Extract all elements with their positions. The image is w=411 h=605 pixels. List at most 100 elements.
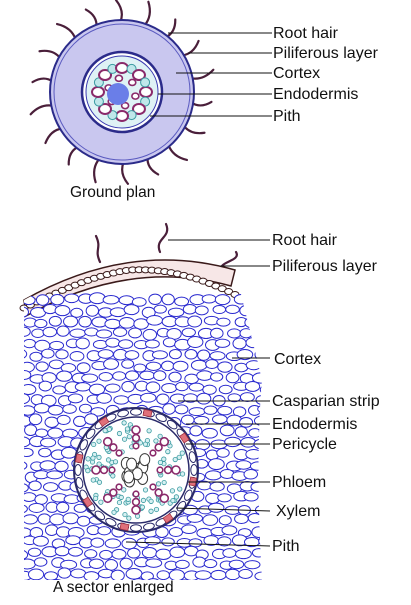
phloem-cell [126, 515, 132, 521]
cortex-cell [40, 437, 57, 448]
cortex-cell [202, 384, 217, 395]
cortex-cell [133, 318, 149, 330]
sector-leader-lines [125, 239, 271, 547]
sector-labels: Root hair Piliferous layer Cortex Caspar… [53, 232, 380, 596]
cortex-cell [118, 295, 135, 306]
phloem-cell [85, 468, 91, 474]
label-root-hair-sector: Root hair [272, 232, 338, 249]
cortex-cell [34, 318, 48, 329]
cortex-cell [130, 578, 147, 580]
cortex-cell [248, 428, 262, 438]
phloem-cell [118, 494, 124, 500]
cortex-cell [251, 526, 262, 538]
cortex-cell [221, 525, 238, 536]
cortex-cell [174, 404, 189, 415]
xylem-cell [131, 69, 146, 82]
cortex-cell [44, 524, 59, 536]
xylem-vessel [131, 505, 141, 515]
phloem-cell [121, 436, 128, 442]
cortex-cell [24, 370, 32, 380]
cortex-cell [121, 380, 135, 393]
phloem-cell [157, 433, 163, 439]
cortex-cell [145, 558, 163, 568]
cortex-cell [65, 535, 81, 546]
xylem-vessel [156, 466, 164, 474]
root-hair [38, 49, 62, 60]
phloem-cell [172, 456, 178, 463]
cortex-cell [112, 327, 128, 337]
cortex-cell [160, 360, 175, 372]
cortex-cell [54, 545, 70, 557]
ground-plan-vascular-bundles [91, 62, 153, 122]
xylem-cell [120, 101, 130, 110]
cortex-cell [239, 392, 255, 403]
sector-enlarged-figure [19, 222, 262, 591]
root-hair [55, 22, 77, 41]
xylem-vessel [109, 443, 118, 452]
cortex-cell [204, 470, 222, 481]
xylem-vessel [163, 465, 173, 475]
phloem-cell [173, 494, 179, 500]
caption-ground-plan: Ground plan [70, 184, 155, 201]
cortex-cell [260, 516, 262, 528]
cortex-cell [73, 415, 87, 428]
cortex-cell [257, 404, 262, 414]
cortex-cell [35, 361, 49, 372]
ground-plan-figure [29, 0, 215, 185]
cortex-cell [41, 348, 55, 359]
cortex-cell [218, 384, 233, 395]
leader-xylem-sector [175, 507, 271, 512]
cortex-cell [111, 548, 127, 560]
cortex-cell [81, 373, 99, 383]
cortex-cell [47, 578, 65, 580]
cortex-cell [69, 350, 85, 362]
phloem-cell [179, 450, 185, 456]
cortex-cell [24, 460, 28, 471]
cortex-cell [151, 350, 168, 360]
cortex-cell [250, 481, 262, 492]
cortex-cell [109, 307, 127, 318]
cortex-cell [88, 383, 106, 396]
cortex-cell [49, 513, 66, 526]
cortex-cell [194, 305, 209, 316]
cortex-cell [175, 381, 189, 392]
phloem-cell [146, 428, 152, 434]
cortex-cell [121, 359, 135, 369]
cortex-cell [121, 537, 137, 550]
cortex-cell [209, 481, 225, 492]
cortex-cell [142, 328, 158, 341]
cortex-cell [216, 447, 230, 458]
phloem-cell [93, 495, 99, 501]
cortex-cell [216, 317, 231, 327]
cortex-cell [188, 538, 203, 548]
phloem-cell [116, 430, 123, 437]
cortex-cell [144, 339, 160, 349]
xylem-vessel [109, 488, 118, 497]
cortex-cell [230, 583, 243, 591]
cortex-cell [97, 349, 114, 359]
xylem-vessel [159, 436, 170, 447]
label-pericycle-sector: Pericycle [272, 436, 337, 453]
cortex-cell [70, 568, 87, 579]
xylem-vessel [171, 465, 181, 475]
phloem-cell [124, 426, 131, 432]
phloem-cell [155, 481, 162, 487]
phloem-cell [153, 506, 160, 513]
stele-interior [84, 420, 186, 521]
cortex-cell [24, 549, 29, 561]
cortex-cell [219, 424, 235, 437]
casparian-strip [74, 453, 84, 464]
cortex-cell [38, 380, 52, 392]
cortex-cell [62, 512, 80, 525]
endodermis-cell [166, 419, 178, 430]
cortex-cell [217, 493, 232, 503]
cortex-cell [243, 468, 258, 480]
cortex-cell [24, 447, 34, 458]
ground-plan-labels: Root hair Piliferous layer Cortex Endode… [70, 25, 379, 201]
cortex-cell [24, 405, 36, 416]
cortex-cell [55, 349, 69, 360]
root-hair [143, 0, 151, 27]
cortex-cell [43, 304, 58, 315]
cortex-cell [145, 361, 162, 371]
